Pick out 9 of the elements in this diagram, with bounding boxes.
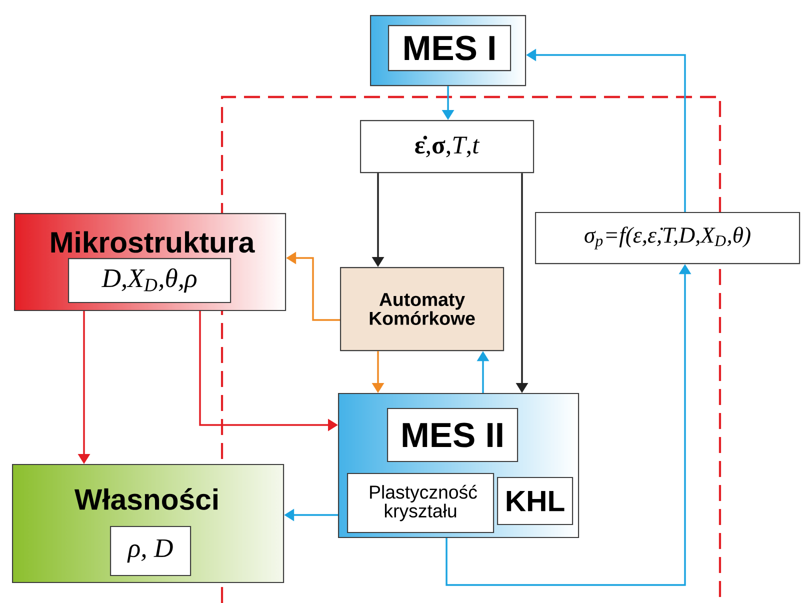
formula-box: ε̇,σ,T,t — [360, 120, 534, 174]
formula-box: ρ, D — [110, 526, 192, 576]
label-box: KHL — [497, 477, 574, 526]
title-box: MES I — [388, 25, 512, 72]
formula-box: σ$_{p}$=f(ε,ε̇,T,D,X$_{D}$,θ) — [535, 212, 800, 264]
formula-box: D,X$_{D}$,θ,ρ — [68, 258, 232, 304]
process-box: Automaty Komórkowe — [340, 267, 504, 352]
title-box: MES II — [387, 408, 518, 462]
label-box: Plastyczność kryształu — [347, 473, 494, 534]
